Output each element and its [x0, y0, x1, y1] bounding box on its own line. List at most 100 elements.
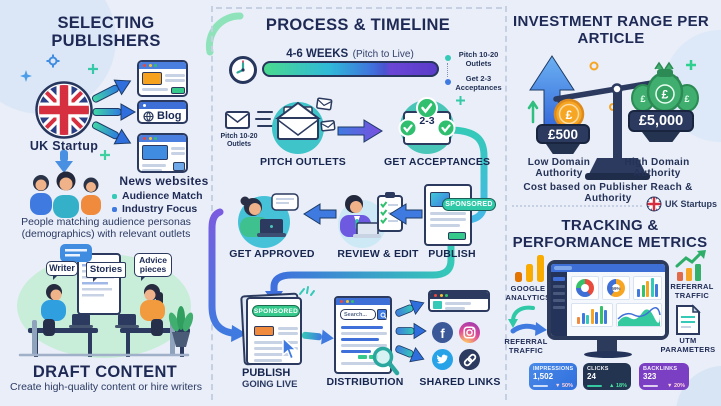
low-domain-authority-label: Low Domain Authority: [527, 157, 591, 179]
uk-flag-mini-icon: [646, 196, 662, 212]
acceptance-badge: 2-3: [419, 115, 435, 127]
stat-value: 323: [643, 372, 657, 381]
bubble-writer: Writer: [46, 261, 78, 280]
instagram-icon: [459, 322, 480, 343]
facebook-glyph: f: [440, 326, 445, 341]
referral-traffic-arrows-icon: [508, 305, 547, 336]
step-label-get-acceptances: GET ACCEPTANCES: [384, 156, 491, 168]
blog-label: Blog: [157, 110, 182, 122]
globe-icon: [143, 110, 154, 122]
bar-chart-panel: [633, 276, 662, 300]
scale-pan-right: [642, 132, 680, 142]
draft-content-scene: [17, 244, 194, 358]
stat-delta: ▲ 18%: [609, 382, 627, 389]
stat-value: 24: [587, 372, 596, 381]
step-label-review-edit: REVIEW & EDIT: [337, 248, 419, 260]
twitter-icon: [432, 349, 453, 370]
high-domain-authority-label: High Domain Authority: [624, 157, 690, 179]
step-label-publish-going-live: PUBLISH GOING LIVE: [242, 367, 304, 391]
stat-card-impressions: IMPRESSIONS 1,502 ▼ 50%: [529, 363, 577, 390]
search-button: [377, 309, 387, 320]
pitch-note: Pitch 10-20 Outlets: [220, 133, 258, 149]
shared-link-preview: [428, 290, 490, 312]
utm-parameters-icon: [676, 304, 701, 335]
sparkline-icon: [533, 384, 548, 387]
arrow-left-icon: [389, 203, 423, 225]
donut-chart-icon: [576, 279, 594, 297]
sparkle-icon: [100, 150, 110, 160]
sparkle-icon: [88, 64, 98, 74]
get-approved-icon: [238, 193, 299, 248]
pound-bag-glyph: £: [640, 94, 645, 104]
cursor-icon: [282, 336, 298, 361]
stat-card-backlinks: BACKLINKS 323 ▼ 20%: [639, 363, 689, 390]
scale-pan-left: [546, 144, 580, 154]
bubble-advice-label: Advice pieces: [139, 255, 167, 274]
stat-delta: ▼ 20%: [667, 382, 685, 389]
dashboard-screen: 59%: [551, 264, 665, 336]
price-high-badge: £5,000: [628, 110, 694, 132]
draft-content-subtitle: Create high-quality content or hire writ…: [9, 381, 202, 393]
step-label-get-approved: GET APPROVED: [229, 248, 315, 260]
bar-chart-panel-2: [571, 303, 613, 327]
decor-arc-icon: [205, 12, 244, 56]
screen-topbar: [551, 264, 665, 272]
investment-scale-icon: £ £ £ £: [527, 55, 699, 180]
google-analytics-icon: [515, 255, 544, 282]
section-title-process-timeline: PROCESS & TIMELINE: [265, 16, 451, 34]
section-title-tracking-metrics: TRACKING & PERFORMANCE METRICS: [512, 217, 708, 251]
bullet-industry-focus: Industry Focus: [112, 203, 197, 215]
uk-startup-label: UK Startup: [29, 139, 99, 153]
screen-sidebar: [551, 272, 567, 336]
get-acceptances-icon: [398, 97, 456, 154]
sparkline-icon: [643, 384, 658, 387]
uk-flag-icon: [35, 81, 93, 139]
timeline-side-bullets: Pitch 10-20 Outlets Get 2-3 Acceptances: [442, 48, 504, 92]
bullet-label: Industry Focus: [122, 203, 198, 215]
step-label-publish: PUBLISH: [428, 248, 476, 260]
analytics-monitor: 59%: [547, 260, 669, 340]
referral-traffic-left-label: REFERRAL TRAFFIC: [504, 337, 548, 355]
sparkline-icon: [587, 384, 602, 387]
referral-traffic-chart-icon: [675, 250, 706, 281]
donut-value: 59%: [611, 286, 621, 291]
clock-icon: [229, 56, 257, 84]
price-low-badge: £500: [536, 124, 590, 144]
share-arrows-icon: [395, 299, 427, 363]
bullet-dot-icon: [445, 55, 451, 61]
browser-header: [139, 62, 186, 69]
bullet-dot-icon: [112, 193, 117, 199]
duration-note: (Pitch to Live): [352, 49, 414, 60]
pound-coin-glyph: £: [566, 108, 573, 122]
sponsored-label: SPONSORED: [253, 307, 299, 315]
sparkle-dashes-icon: [299, 286, 315, 296]
magnifier-glyph-icon: [380, 312, 387, 319]
bubble-stories: Stories: [86, 262, 126, 282]
review-edit-icon: [338, 192, 403, 248]
speed-lines-icon: [255, 111, 273, 127]
area-chart-panel: [616, 303, 662, 327]
bullet-audience-match: Audience Match: [112, 190, 203, 202]
audience-description: People matching audience personas (demog…: [21, 216, 191, 241]
gear-icon: [46, 54, 60, 68]
bullet-dot-icon: [112, 206, 117, 212]
referral-traffic-right-label: REFERRAL TRAFFIC: [670, 282, 714, 300]
audience-people-icon: [30, 171, 101, 218]
arrow-right-icon: [301, 329, 334, 345]
button-placeholder: [171, 87, 185, 94]
bullet-connector: [447, 63, 448, 77]
bubble-stories-label: Stories: [89, 264, 123, 276]
donut-chart-panel-2: 59%: [602, 276, 630, 300]
pitch-outlets-icon: [272, 97, 336, 154]
link-icon: [459, 349, 480, 370]
stat-label: BACKLINKS: [643, 366, 678, 372]
sponsored-tag: SPONSORED: [252, 305, 300, 317]
pound-bag-glyph: £: [684, 94, 689, 104]
arrow-right-icon: [337, 119, 383, 143]
stat-delta: ▼ 50%: [555, 382, 573, 389]
bullet-label: Audience Match: [122, 190, 203, 202]
draft-content-title: DRAFT CONTENT: [32, 363, 178, 381]
step-label-distribution: DISTRIBUTION: [326, 376, 404, 388]
